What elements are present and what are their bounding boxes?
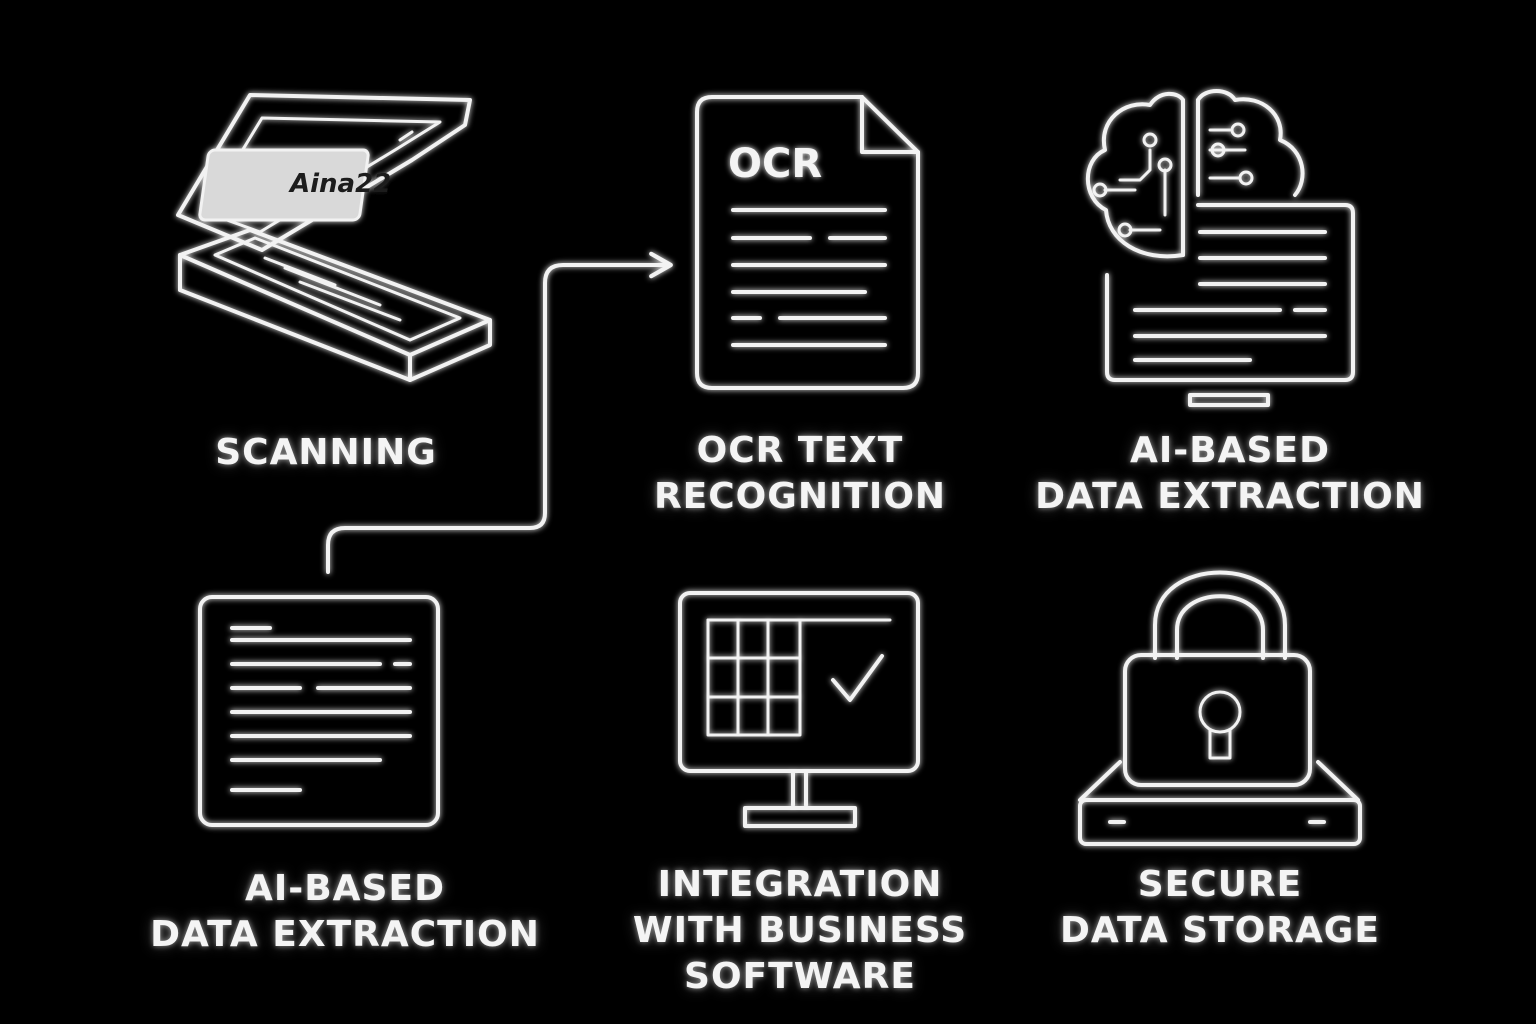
padlock-storage-icon xyxy=(1078,570,1362,846)
step-label-storage: SECURE DATA STORAGE xyxy=(1030,862,1410,954)
step-label-line: DATA STORAGE xyxy=(1060,910,1380,951)
step-label-ai-top: AI-BASED DATA EXTRACTION xyxy=(1020,428,1440,520)
step-label-line: INTEGRATION xyxy=(657,864,943,905)
step-label-line: AI-BASED xyxy=(245,868,445,909)
step-label-ai-bottom: AI-BASED DATA EXTRACTION xyxy=(130,866,560,958)
step-label-line: SOFTWARE xyxy=(684,956,916,997)
ocr-document-icon: OCR xyxy=(695,95,920,390)
step-label-line: RECOGNITION xyxy=(653,476,947,517)
step-label-scanning: SCANNING xyxy=(176,430,476,476)
step-label-line: AI-BASED xyxy=(1130,430,1330,471)
step-label-line: DATA EXTRACTION xyxy=(150,914,540,955)
scanner-icon: Aina22 xyxy=(176,93,492,382)
monitor-table-icon xyxy=(678,591,920,828)
step-label-line: SECURE xyxy=(1137,864,1303,905)
step-label-line: OCR TEXT xyxy=(696,430,904,471)
step-label-line: SCANNING xyxy=(215,432,437,473)
step-label-integration: INTEGRATION WITH BUSINESS SOFTWARE xyxy=(600,862,1000,1000)
ocr-title: OCR xyxy=(728,141,822,187)
scanner-card-text: Aina22 xyxy=(288,169,391,199)
arrow-scan-to-ocr xyxy=(326,251,673,574)
brain-document-icon xyxy=(1085,89,1355,407)
step-label-line: DATA EXTRACTION xyxy=(1035,476,1425,517)
step-label-ocr: OCR TEXT RECOGNITION xyxy=(620,428,980,520)
document-icon xyxy=(198,595,440,827)
step-label-line: WITH BUSINESS xyxy=(632,910,968,951)
